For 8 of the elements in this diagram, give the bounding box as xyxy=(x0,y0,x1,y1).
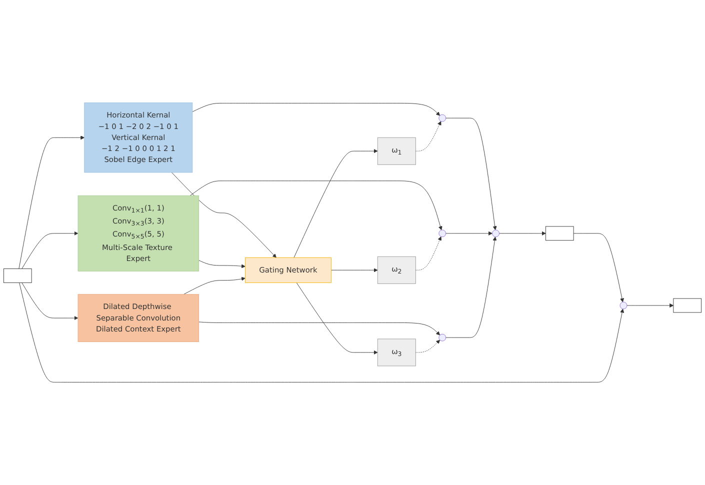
node-box xyxy=(545,226,574,241)
node-circle xyxy=(620,302,628,310)
node-circle xyxy=(492,230,500,238)
node-box xyxy=(3,268,32,283)
node-circle xyxy=(438,230,446,238)
node-box xyxy=(673,298,702,313)
node-circle xyxy=(438,114,446,122)
node-circle xyxy=(438,334,446,342)
